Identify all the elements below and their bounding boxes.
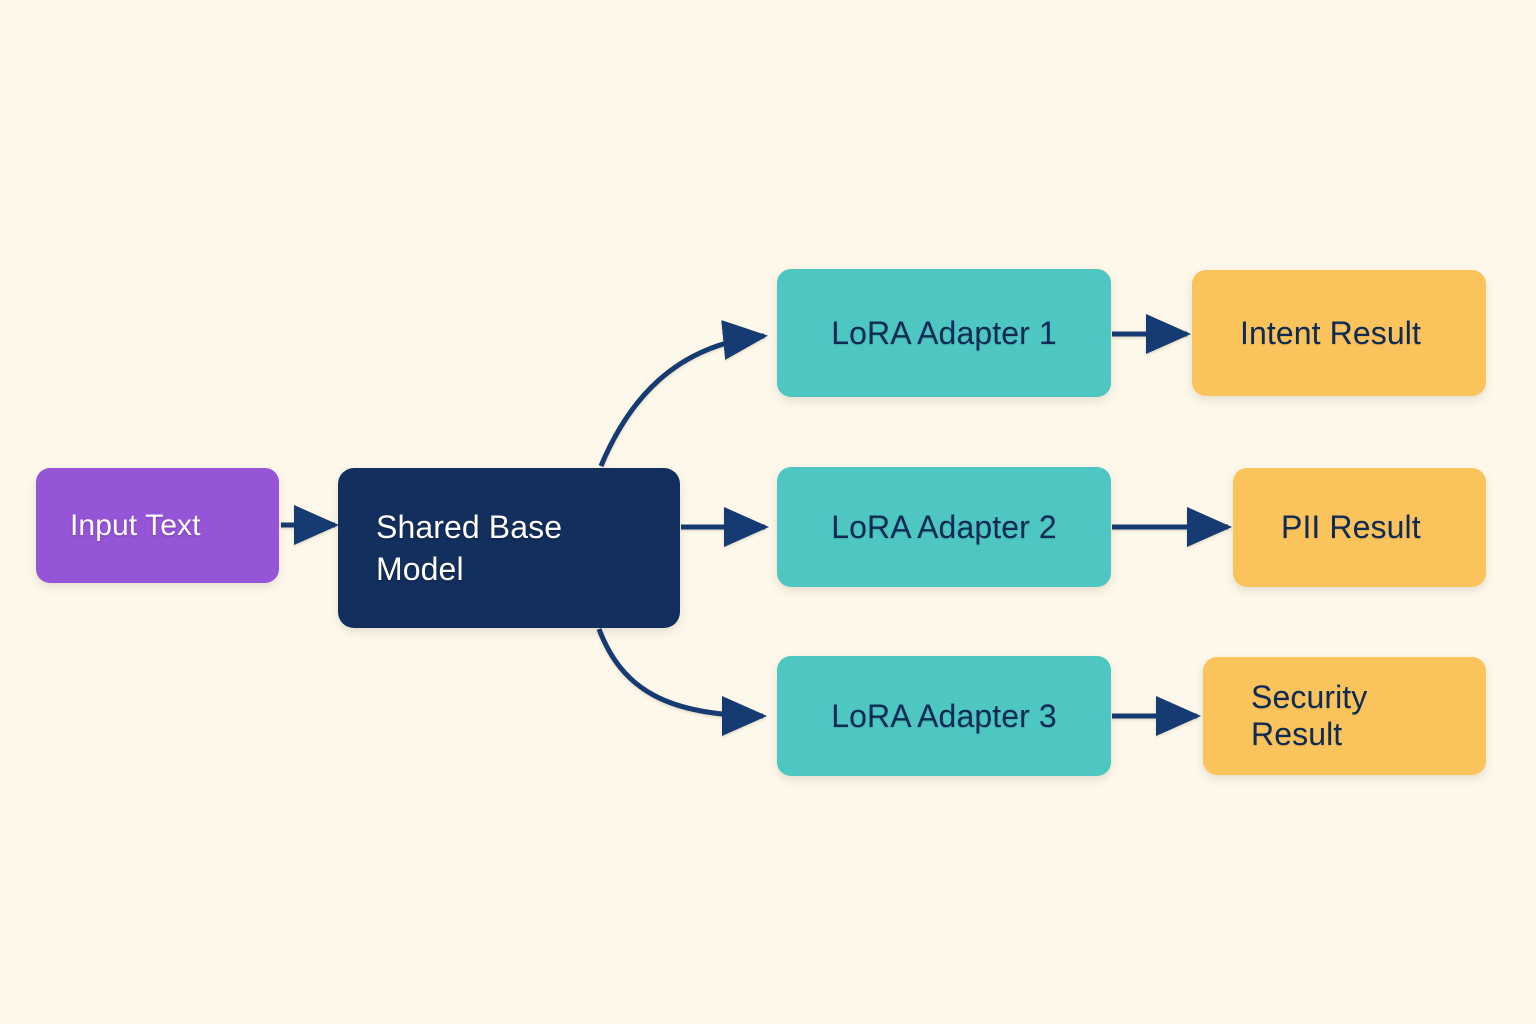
edge-base-to-adapter-1 <box>598 320 768 467</box>
edge-base-to-adapter-3 <box>596 628 768 736</box>
node-pii-result-label: PII Result <box>1281 509 1421 545</box>
node-intent-result-label: Intent Result <box>1240 314 1421 351</box>
node-lora-adapter-3-label: LoRA Adapter 3 <box>831 697 1057 734</box>
node-input-text[interactable]: Input Text <box>36 468 279 583</box>
node-input-text-label: Input Text <box>70 508 201 542</box>
node-security-result[interactable]: Security Result <box>1203 657 1486 775</box>
node-pii-result[interactable]: PII Result <box>1233 468 1486 587</box>
node-shared-base-model-label: Shared Base Model <box>376 508 563 587</box>
node-security-result-label: Security Result <box>1251 679 1368 752</box>
node-lora-adapter-3[interactable]: LoRA Adapter 3 <box>777 656 1111 776</box>
node-intent-result[interactable]: Intent Result <box>1192 270 1486 396</box>
node-lora-adapter-2[interactable]: LoRA Adapter 2 <box>777 467 1111 587</box>
node-lora-adapter-1-label: LoRA Adapter 1 <box>831 314 1057 351</box>
node-lora-adapter-1[interactable]: LoRA Adapter 1 <box>777 269 1111 397</box>
node-shared-base-model[interactable]: Shared Base Model <box>338 468 680 628</box>
node-lora-adapter-2-label: LoRA Adapter 2 <box>831 508 1057 545</box>
